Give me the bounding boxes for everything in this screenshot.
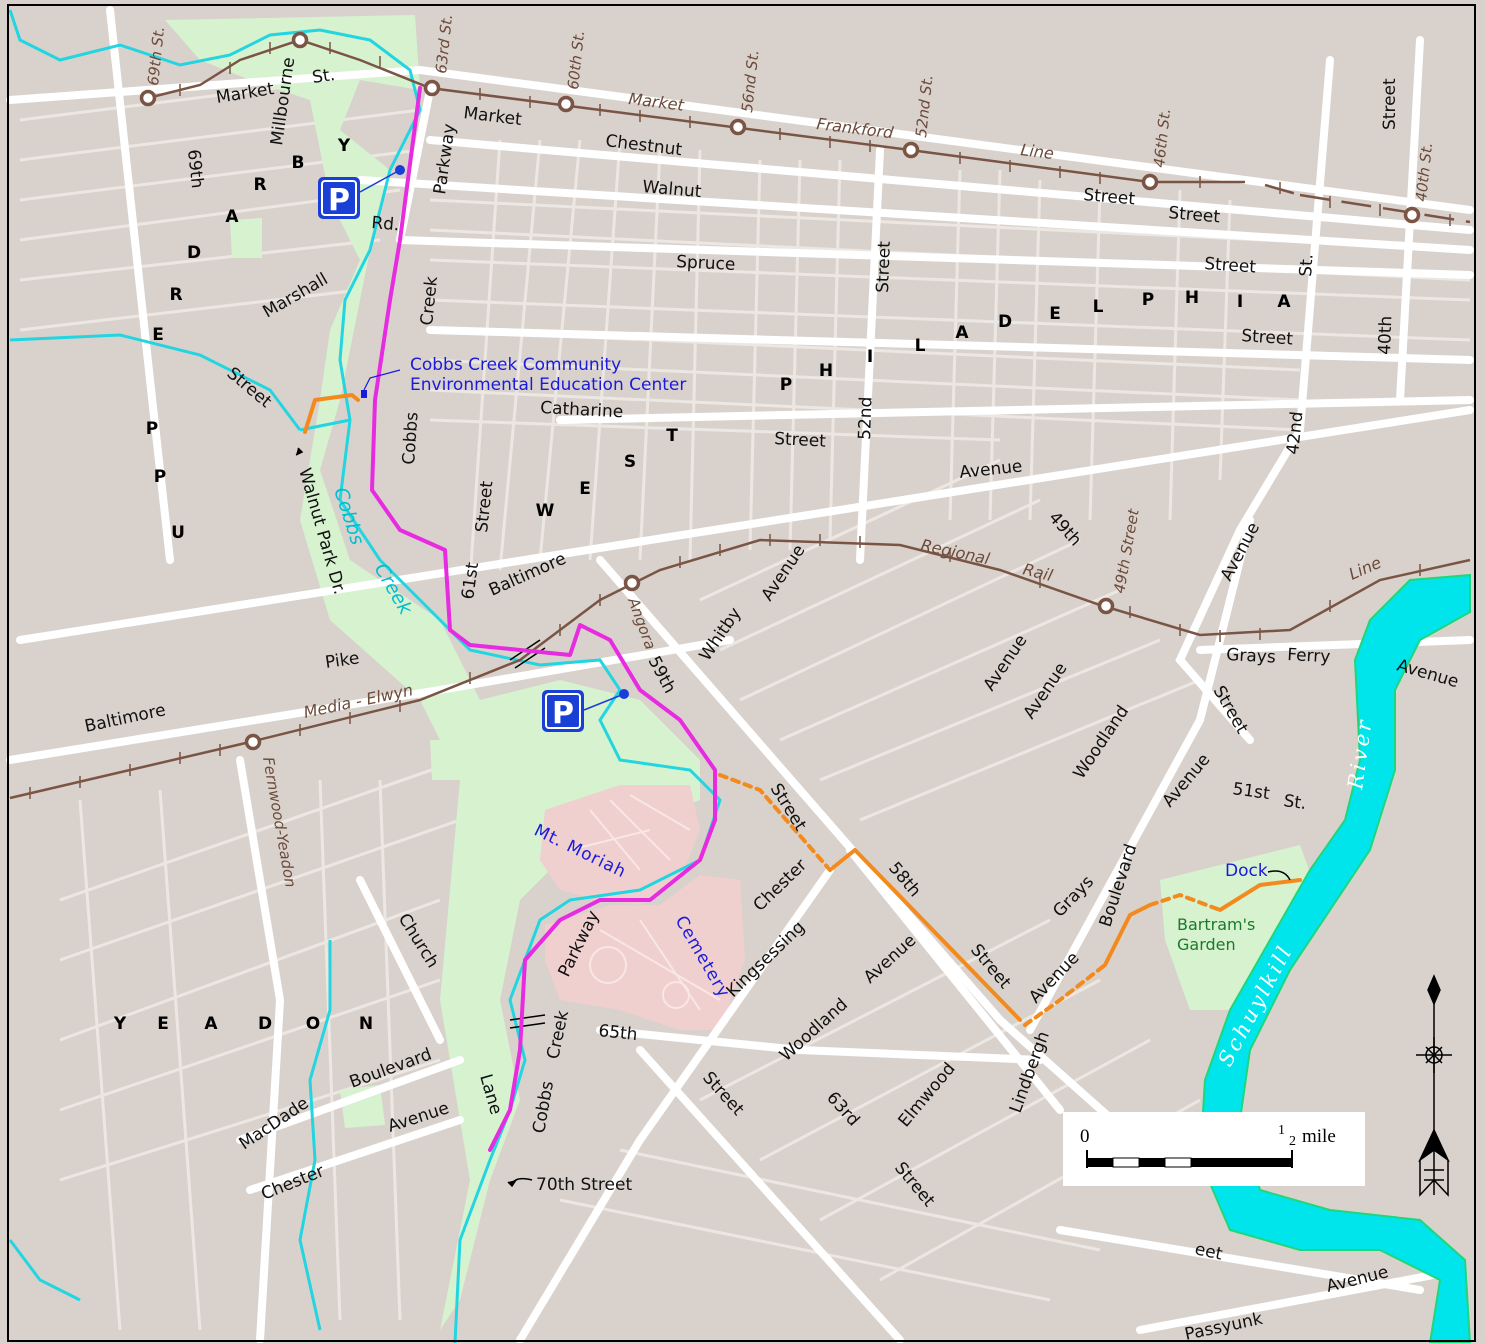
label-dock: Dock	[1225, 861, 1268, 881]
parking-icon: P	[328, 183, 350, 218]
rail-stations	[139, 31, 1421, 751]
area-letter-yeadon-2: A	[204, 1014, 218, 1034]
label-cobbs-parkway: Cobbs	[399, 411, 423, 465]
scale-bar: 0 1 2 mile	[1063, 1112, 1365, 1186]
label-pike: Pike	[324, 648, 361, 673]
station-40th	[1403, 206, 1421, 224]
scale-unit: mile	[1302, 1126, 1336, 1147]
label-street-ne: Street	[1380, 78, 1400, 130]
north-arrow-icon	[1416, 974, 1452, 1197]
mt-moriah-cemetery-area	[540, 785, 745, 1030]
station-52nd	[902, 141, 920, 159]
label-69th: 69th	[183, 148, 207, 189]
cobbs-creek	[8, 9, 722, 1343]
label-bartram-1: Bartram's	[1177, 915, 1255, 934]
scale-half-num: 1	[1278, 1123, 1285, 1138]
label-52nd: 52nd	[855, 396, 876, 440]
area-letter-philadelphia-9: H	[1185, 288, 1199, 308]
area-letter-west-0: W	[536, 501, 555, 521]
label-65th: 65th	[597, 1021, 638, 1045]
area-letter-philadelphia-3: L	[915, 336, 926, 356]
scale-zero: 0	[1080, 1126, 1090, 1147]
area-letter-yeadon-5: N	[359, 1014, 373, 1034]
parking-lower[interactable]: P	[542, 689, 629, 732]
label-40th: 40th	[1375, 315, 1396, 355]
label-51st-st: St.	[1282, 791, 1307, 814]
label-ferry: Ferry	[1287, 645, 1331, 667]
pointer-arrows	[295, 447, 1291, 1188]
station-46th	[1141, 173, 1159, 191]
rail-ties	[29, 42, 1451, 799]
station-69th	[139, 89, 157, 107]
rail-lines	[9, 38, 1471, 800]
station-63rd	[423, 79, 441, 97]
area-letter-yeadon-4: O	[306, 1014, 320, 1034]
parking-upper[interactable]: P	[318, 165, 405, 219]
station-fernwood	[244, 733, 262, 751]
label-rail-line: Line	[1020, 140, 1056, 163]
label-street-catharine: Street	[774, 429, 827, 452]
area-letter-philadelphia-6: E	[1049, 304, 1061, 324]
area-letter-philadelphia-2: I	[867, 347, 873, 367]
label-st-42: St.	[1296, 253, 1318, 277]
area-letter-philadelphia-5: D	[998, 312, 1012, 332]
area-letter-yeadon-3: D	[258, 1014, 272, 1034]
area-letter-yeadon-0: Y	[113, 1014, 127, 1034]
area-letter-upper-darby-1: P	[154, 467, 166, 487]
label-70th-street: 70th Street	[536, 1175, 632, 1195]
label-rd: Rd.	[371, 213, 401, 235]
station-millbourne	[291, 31, 309, 49]
station-56th	[729, 118, 747, 136]
area-letter-philadelphia-0: P	[780, 375, 792, 395]
label-42nd: 42nd	[1283, 410, 1307, 455]
area-letter-yeadon-1: E	[157, 1014, 169, 1034]
area-letter-upper-darby-7: R	[253, 175, 266, 195]
area-letter-philadelphia-7: L	[1093, 297, 1104, 317]
station-49th	[1097, 597, 1115, 615]
label-catharine: Catharine	[540, 398, 624, 422]
label-bartram-2: Garden	[1177, 935, 1236, 954]
area-letter-upper-darby-6: A	[225, 207, 239, 227]
label-street-e: Street	[1241, 326, 1294, 350]
area-letter-upper-darby-5: D	[187, 243, 201, 263]
area-letter-philadelphia-4: A	[955, 323, 969, 343]
area-letter-philadelphia-10: I	[1237, 292, 1243, 312]
env-center-marker[interactable]	[361, 369, 401, 398]
area-letter-philadelphia-11: A	[1277, 292, 1291, 312]
parking-icon: P	[552, 696, 574, 731]
label-street-market-e: Street	[1083, 185, 1137, 209]
area-letter-upper-darby-3: E	[152, 325, 164, 345]
area-letter-west-3: T	[666, 426, 678, 446]
station-60th	[557, 95, 575, 113]
label-street-spruce-e: Street	[1204, 254, 1257, 278]
area-letter-upper-darby-4: R	[169, 285, 182, 305]
schuylkill-river	[1198, 573, 1472, 1343]
area-letter-west-2: S	[624, 452, 636, 472]
area-letter-philadelphia-1: H	[819, 361, 833, 381]
area-letter-philadelphia-8: P	[1142, 290, 1154, 310]
label-env-center-2: Environmental Education Center	[410, 375, 686, 395]
station-angora	[623, 574, 641, 592]
scale-half-den: 2	[1289, 1134, 1296, 1149]
label-street-walnut-e: Street	[1168, 203, 1222, 227]
label-market-st: St.	[311, 65, 336, 88]
area-letter-upper-darby-2: P	[146, 419, 158, 439]
map-frame	[7, 4, 1476, 1342]
area-letter-upper-darby-0: U	[171, 523, 185, 543]
label-street-52: Street	[873, 241, 895, 294]
trails	[303, 86, 1302, 1152]
label-grays: Grays	[1226, 645, 1277, 668]
label-env-center-1: Cobbs Creek Community	[410, 355, 621, 375]
area-letter-west-1: E	[579, 479, 591, 499]
label-spruce: Spruce	[676, 252, 736, 275]
area-letter-upper-darby-9: Y	[337, 136, 351, 156]
area-letter-upper-darby-8: B	[292, 153, 305, 173]
